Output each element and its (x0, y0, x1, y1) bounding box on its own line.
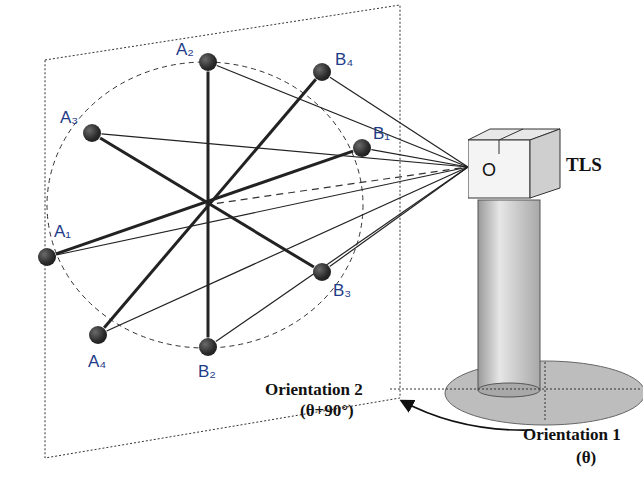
target-point: A₁ (38, 248, 56, 266)
target-point: A₄ (89, 326, 107, 344)
point-label: B₄ (335, 50, 353, 70)
diameter-line (100, 138, 314, 267)
o-label: O (482, 160, 496, 181)
plane-frame (45, 5, 400, 458)
sight-line (217, 66, 468, 167)
point-label: B₃ (333, 281, 351, 301)
device-label: TLS (566, 154, 602, 176)
point-label: A₁ (54, 222, 71, 242)
target-point: B₁ (353, 139, 371, 157)
angle-label: (θ+90°) (300, 401, 354, 421)
orientation-2-line (390, 389, 640, 390)
sight-line (107, 167, 468, 331)
scanner-seam (499, 129, 523, 140)
target-point: B₃ (313, 263, 331, 281)
orientation-1-line (545, 362, 546, 420)
target-point: B₄ (313, 63, 331, 81)
target-point: A₂ (199, 53, 217, 71)
scanner-seam (499, 140, 500, 154)
point-label: A₂ (176, 40, 194, 60)
point-label: B₁ (373, 124, 390, 144)
angle-label: (θ) (576, 448, 596, 468)
scanner-box: O TLS (468, 128, 614, 208)
point-label: A₄ (88, 352, 106, 372)
point-label: A₃ (60, 108, 78, 128)
rotation-arrow (402, 401, 532, 430)
sight-line (101, 134, 468, 167)
scanner-side (530, 129, 560, 198)
orientation-label: Orientation 1 (523, 425, 621, 445)
sight-line (330, 77, 468, 167)
orientation-label: Orientation 2 (265, 380, 363, 400)
target-point: B₂ (199, 338, 217, 356)
sight-line (216, 167, 468, 342)
point-label: B₂ (198, 362, 216, 382)
pillar-foot (478, 383, 540, 397)
pillar (478, 200, 540, 390)
axis-line (205, 167, 468, 205)
sight-line (371, 150, 468, 167)
diameter-line (104, 79, 316, 328)
scanner-front (468, 140, 530, 198)
turntable-base (445, 361, 643, 425)
target-point: A₃ (83, 124, 101, 142)
